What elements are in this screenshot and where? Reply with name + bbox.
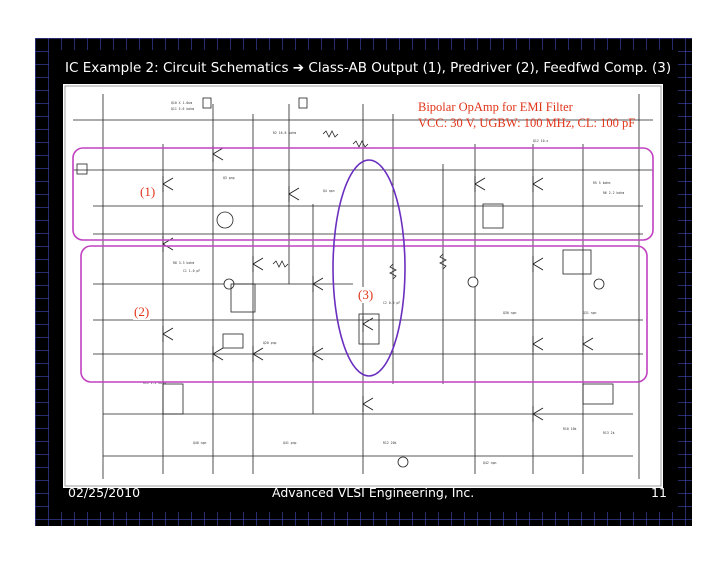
svg-text:Q12 10.x: Q12 10.x bbox=[533, 139, 548, 143]
schematic-annotation-line1: Bipolar OpAmp for EMI Filter bbox=[418, 100, 573, 114]
slide-title: IC Example 2: Circuit Schematics ➔ Class… bbox=[65, 60, 672, 76]
region-label-2: (2) bbox=[133, 304, 151, 320]
footer-page-number: 11 bbox=[651, 485, 667, 500]
svg-text:R2 16.8 kohm: R2 16.8 kohm bbox=[273, 131, 296, 135]
schematic-drawing: Q10 X 1.0um Q11 5.6 kohm R2 16.8 kohm Q3… bbox=[64, 85, 662, 487]
svg-text:C2 0.5 pF: C2 0.5 pF bbox=[383, 301, 400, 305]
region-2-highlight bbox=[80, 245, 648, 383]
schematic-annotation-line2: VCC: 30 V, UGBW: 100 MHz, CL: 100 pF bbox=[418, 116, 636, 130]
svg-text:R5 5 kohm: R5 5 kohm bbox=[593, 181, 610, 185]
region-1-highlight bbox=[72, 147, 654, 241]
svg-text:Q20 pnp: Q20 pnp bbox=[263, 341, 277, 345]
svg-text:Q10 X 1.0um: Q10 X 1.0um bbox=[171, 101, 192, 105]
svg-text:Q3 pnp: Q3 pnp bbox=[223, 176, 235, 180]
svg-text:Q40 npn: Q40 npn bbox=[193, 441, 207, 445]
svg-text:Q42 npn: Q42 npn bbox=[483, 461, 497, 465]
svg-text:Q4 npn: Q4 npn bbox=[323, 189, 335, 193]
svg-text:Q11 5.6 kohm: Q11 5.6 kohm bbox=[171, 107, 194, 111]
svg-text:R8 3.3 kohm: R8 3.3 kohm bbox=[173, 261, 194, 265]
svg-text:R13 2k: R13 2k bbox=[603, 431, 615, 435]
svg-text:R11 1.2 kohm: R11 1.2 kohm bbox=[143, 381, 166, 385]
svg-text:R6 2.2 kohm: R6 2.2 kohm bbox=[603, 191, 624, 195]
region-label-1: (1) bbox=[139, 184, 157, 200]
svg-text:Q41 pnp: Q41 pnp bbox=[283, 441, 297, 445]
svg-text:R10 10k: R10 10k bbox=[563, 427, 577, 431]
region-3-highlight bbox=[332, 159, 406, 377]
circuit-schematic: Q10 X 1.0um Q11 5.6 kohm R2 16.8 kohm Q3… bbox=[63, 84, 663, 488]
footer-organization: Advanced VLSI Engineering, Inc. bbox=[272, 485, 475, 500]
region-label-3: (3) bbox=[357, 287, 375, 303]
svg-text:C1 1.0 pF: C1 1.0 pF bbox=[183, 269, 200, 273]
svg-text:R12 20k: R12 20k bbox=[383, 441, 397, 445]
footer-date: 02/25/2010 bbox=[68, 485, 141, 500]
svg-text:Q31 npn: Q31 npn bbox=[583, 311, 597, 315]
svg-text:Q30 npn: Q30 npn bbox=[503, 311, 517, 315]
